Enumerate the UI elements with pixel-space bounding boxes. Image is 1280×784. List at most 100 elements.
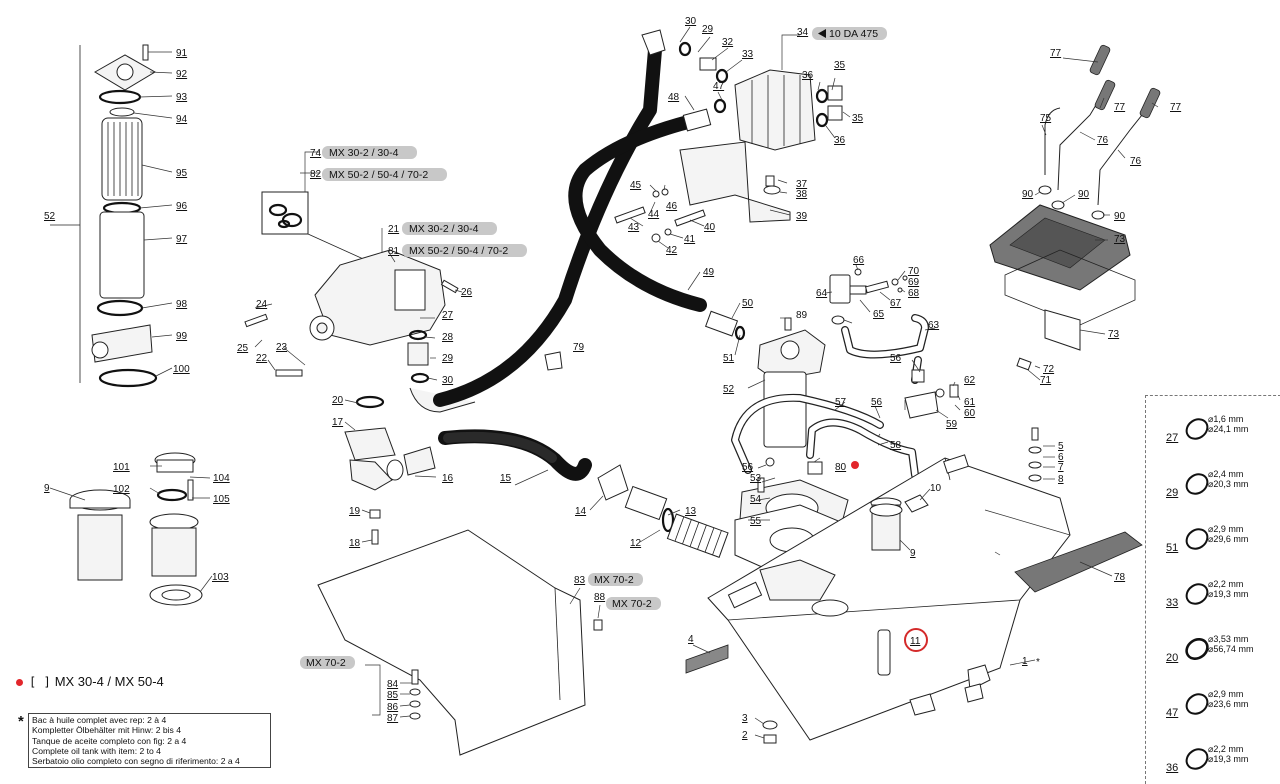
- callout-label: 16: [442, 473, 454, 484]
- callout-label: 2: [742, 730, 748, 741]
- callout-label: 94: [176, 114, 188, 125]
- callout-label: 56: [890, 353, 902, 364]
- callout-label: 65: [873, 309, 885, 320]
- callout-label: 41: [684, 234, 696, 245]
- clip-79: [544, 351, 563, 371]
- callout-label: 45: [630, 180, 642, 191]
- callout-label: 70: [908, 266, 920, 277]
- legend-red-dot: [ ]MX 30-4 / MX 50-4: [16, 674, 164, 689]
- oring-spec-row: 47 ⌀2,9 mm ⌀23,6 mm: [1146, 679, 1280, 729]
- callout-label: 90: [1078, 189, 1090, 200]
- callout-label: 78: [1114, 572, 1126, 583]
- star-marker: *: [1036, 657, 1040, 668]
- callout-label: 55: [750, 516, 762, 527]
- oring-icon: [1185, 637, 1209, 661]
- return-filter: [757, 317, 826, 448]
- callout-label: 13: [685, 506, 697, 517]
- callout-label: 5: [1058, 441, 1064, 452]
- callout-label: 92: [176, 69, 188, 80]
- callout-label: 35: [852, 113, 864, 124]
- callout-label: 47: [713, 81, 725, 92]
- model-tag-da475: 10 DA 475: [812, 27, 887, 40]
- svg-text:MX 30-2 / 30-4: MX 30-2 / 30-4: [409, 223, 479, 235]
- callout-label: 7: [1058, 462, 1064, 473]
- callout-label: 14: [575, 506, 587, 517]
- oring-inner-diameter: ⌀29,6 mm: [1208, 534, 1249, 544]
- oring-inner-diameter: ⌀56,74 mm: [1208, 644, 1254, 654]
- callout-label: 38: [796, 189, 808, 200]
- callout-label: 54: [750, 494, 762, 505]
- legend-label: MX 30-4 / MX 50-4: [54, 674, 164, 689]
- callout-label: 91: [176, 48, 188, 59]
- oring-cross-section: ⌀1,6 mm: [1208, 414, 1244, 424]
- oring-inner-diameter: ⌀19,3 mm: [1208, 589, 1249, 599]
- callout-label: 39: [796, 211, 808, 222]
- callout-label: 80: [835, 462, 847, 473]
- oring-cross-section: ⌀2,4 mm: [1208, 469, 1244, 479]
- oring-inner-diameter: ⌀24,1 mm: [1208, 424, 1249, 434]
- red-dot-marker: [851, 461, 859, 469]
- joystick-assembly: [989, 44, 1161, 371]
- callout-label: 57: [835, 397, 847, 408]
- callout-label: 101: [113, 462, 130, 473]
- tank-note-box: Bac à huile complet avec rep: 2 à 4 Komp…: [28, 713, 271, 769]
- callout-label: 90: [1022, 189, 1034, 200]
- callout-label: 93: [176, 92, 188, 103]
- callout-label: 58: [890, 440, 902, 451]
- note-line-de: Kompletter Ölbehälter mit Hinw: 2 bis 4: [32, 725, 182, 736]
- oring-spec-panel: 27 ⌀1,6 mm ⌀24,1 mm 29 ⌀2,4 mm ⌀20,3 mm …: [1145, 395, 1280, 784]
- tee-fitting: [904, 369, 959, 419]
- oring-icon: [1185, 583, 1209, 605]
- callout-label: 32: [722, 37, 734, 48]
- mount-bolts: [1028, 427, 1055, 482]
- callout-label: 36: [802, 70, 814, 81]
- callout-label: 20: [332, 395, 344, 406]
- callout-label: 52: [723, 384, 735, 395]
- callout-label: 35: [834, 60, 846, 71]
- callout-label: 9: [44, 483, 50, 494]
- callout-label: 100: [173, 364, 190, 375]
- note-line-it: Serbatoio olio completo con segno di rif…: [32, 756, 240, 767]
- callout-label: 9: [910, 548, 916, 559]
- protection-plate: [317, 529, 603, 756]
- oring-ref: 33: [1166, 597, 1179, 609]
- oring-spec-row: 27 ⌀1,6 mm ⌀24,1 mm: [1146, 404, 1280, 454]
- oring-ref: 29: [1166, 487, 1179, 499]
- callout-label: 29: [702, 24, 714, 35]
- callout-label: 84: [387, 679, 399, 690]
- filler-breather-detail: [69, 452, 203, 606]
- bracket-icon: [ ]: [29, 675, 51, 689]
- callout-label: 17: [332, 417, 344, 428]
- callout-label: 61: [964, 397, 976, 408]
- oring-cross-section: ⌀2,2 mm: [1208, 579, 1244, 589]
- callout-label: 24: [256, 299, 268, 310]
- oring-spec-row: 20 ⌀3,53 mm ⌀56,74 mm: [1146, 624, 1280, 674]
- valve-fittings: [641, 29, 729, 132]
- callout-label: 53: [750, 473, 762, 484]
- callout-label: 44: [648, 209, 660, 220]
- callout-label: 96: [176, 201, 188, 212]
- callout-label: 76: [1097, 135, 1109, 146]
- oring-cross-section: ⌀2,9 mm: [1208, 524, 1244, 534]
- callout-label: 6: [1058, 452, 1064, 463]
- oring-inner-diameter: ⌀23,6 mm: [1208, 699, 1249, 709]
- oring-icon: [1185, 528, 1209, 550]
- callout-label: 90: [1114, 211, 1126, 222]
- callout-labels: 91 92 93 94 95 96 97 52 98 99 100 9 101 …: [44, 16, 1182, 741]
- svg-text:MX 50-2 / 50-4 / 70-2: MX 50-2 / 50-4 / 70-2: [329, 169, 428, 181]
- callout-label: 18: [349, 538, 361, 549]
- mx70-bolt-stack: [409, 669, 421, 720]
- callout-label: 86: [387, 702, 399, 713]
- callout-label: 89: [796, 310, 808, 321]
- callout-label: 30: [442, 375, 454, 386]
- level-gauge: [904, 494, 929, 513]
- red-dot-icon: [16, 679, 23, 687]
- callout-label: 105: [213, 494, 230, 505]
- callout-label: 4: [688, 634, 694, 645]
- oring-spec-row: 51 ⌀2,9 mm ⌀29,6 mm: [1146, 514, 1280, 564]
- callout-label: 75: [1040, 113, 1052, 124]
- return-fitting: [705, 310, 746, 341]
- callout-label: 10: [930, 483, 942, 494]
- hoses: [433, 43, 707, 481]
- callout-label: 64: [816, 288, 828, 299]
